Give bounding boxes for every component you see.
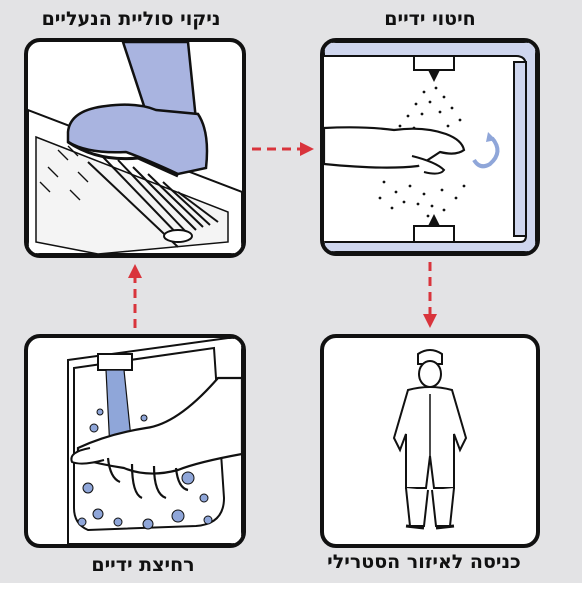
arrow-disinfection-to-entry (423, 262, 437, 328)
panel-shoe-cleaning (24, 38, 246, 258)
panel-sterile-entry (320, 334, 540, 548)
step-title-shoe-cleaning: ניקוי סוליית הנעליים (41, 8, 221, 30)
panel-hand-disinfection (320, 38, 540, 256)
arrow-washing-to-shoe (128, 264, 142, 328)
step-title-hand-washing: רחיצת ידיים (91, 554, 195, 576)
arrow-shoe-to-disinfection (252, 142, 314, 156)
step-title-hand-disinfection: חיטוי ידיים (384, 8, 476, 30)
step-title-sterile-entry: כניסה לאיזור הסטרילי (327, 551, 521, 573)
hand-disinfection-illustration (324, 42, 536, 252)
hand-washing-illustration (67, 338, 242, 544)
panel-hand-washing (24, 334, 246, 548)
sterile-person-illustration (392, 349, 468, 530)
shoe-cleaning-illustration (28, 42, 242, 254)
